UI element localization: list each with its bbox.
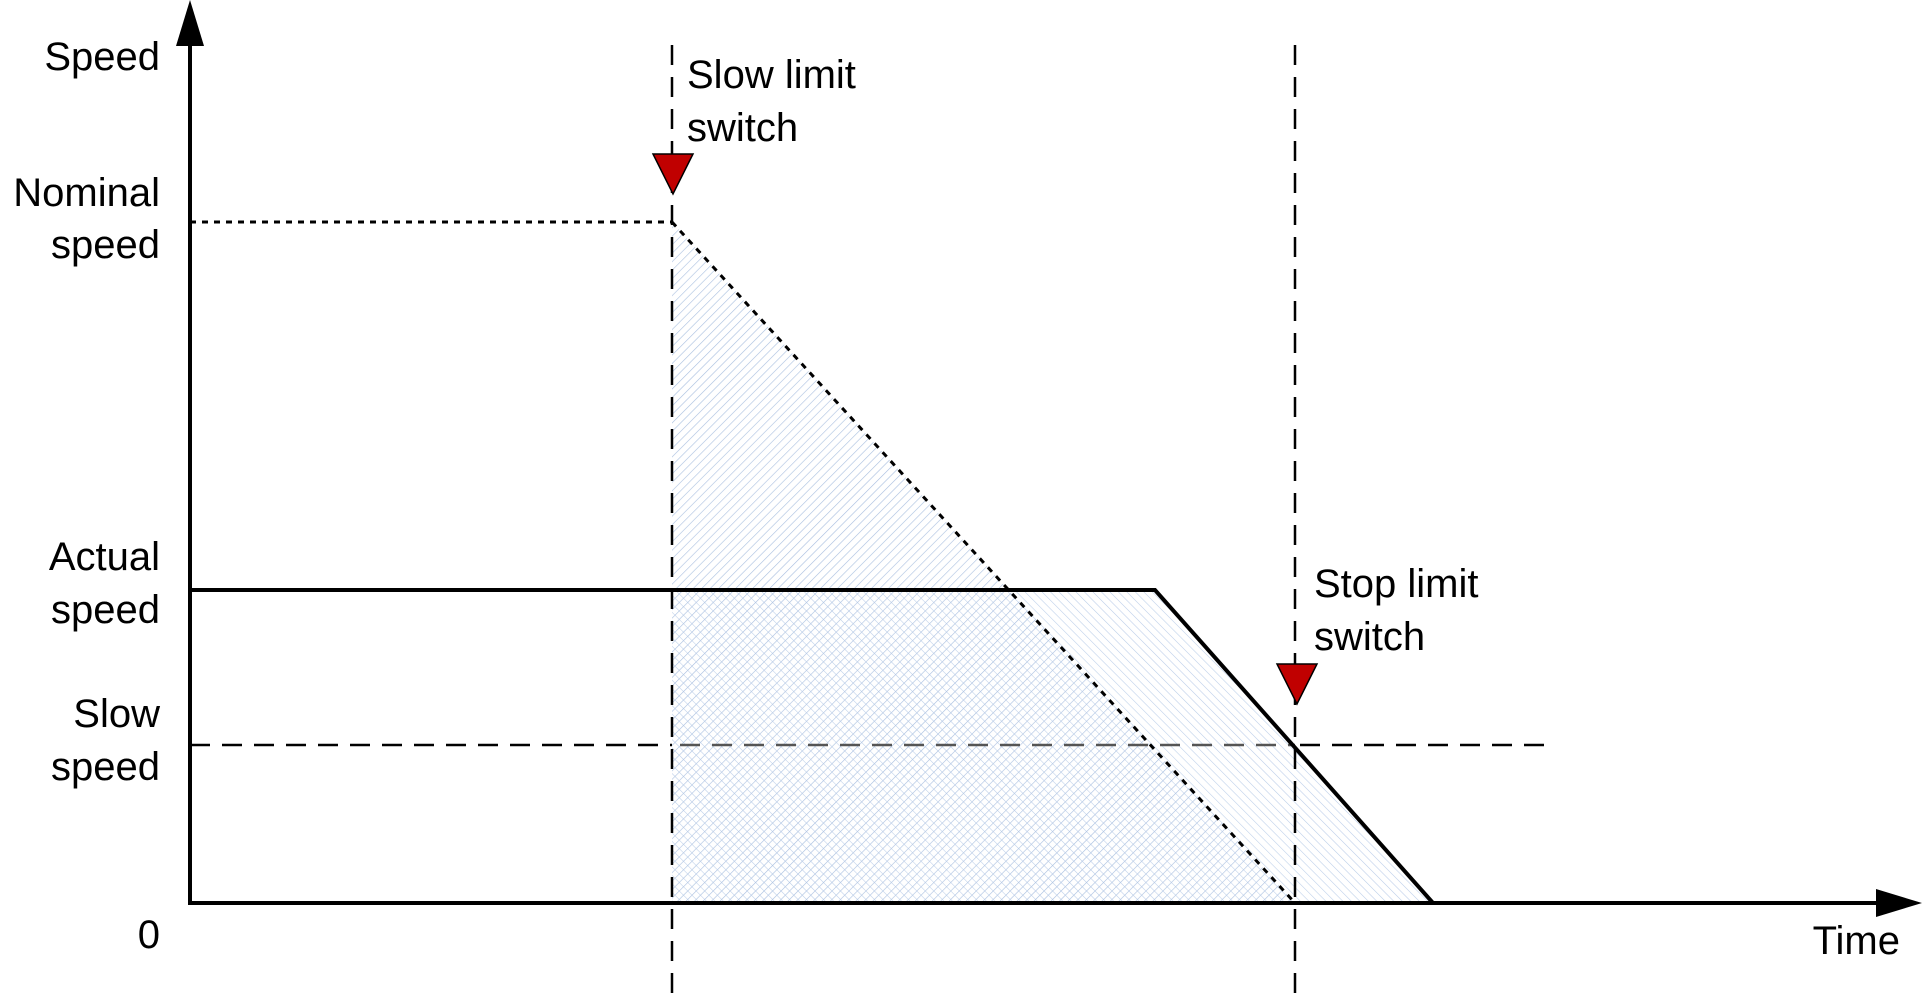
actual-speed-label-line1: Actual: [49, 535, 160, 579]
slow-limit-switch-label-line2: switch: [687, 106, 798, 150]
y-axis-arrow: [176, 0, 204, 46]
slow-limit-switch-label-line1: Slow limit: [687, 53, 856, 97]
nominal-deceleration-ramp: [670, 220, 1297, 905]
slow-speed-label-line2: speed: [51, 745, 160, 789]
slow-limit-switch-marker-icon: [651, 153, 695, 196]
stop-limit-switch-marker-icon: [1275, 663, 1319, 706]
stop-limit-switch-label-line2: switch: [1314, 615, 1425, 659]
actual-speed-profile: [190, 588, 1435, 905]
x-axis-label: Time: [1813, 919, 1900, 963]
x-axis-arrow: [1876, 889, 1922, 917]
actual-speed-area: [672, 590, 1433, 903]
slow-speed-label-line1: Slow: [73, 692, 160, 736]
nominal-speed-label-line1: Nominal: [13, 171, 160, 215]
origin-label: 0: [138, 913, 160, 957]
stop-limit-switch-label-line1: Stop limit: [1314, 562, 1479, 606]
nominal-speed-label-line2: speed: [51, 223, 160, 267]
actual-speed-label-line2: speed: [51, 588, 160, 632]
y-axis-label: Speed: [44, 35, 160, 79]
